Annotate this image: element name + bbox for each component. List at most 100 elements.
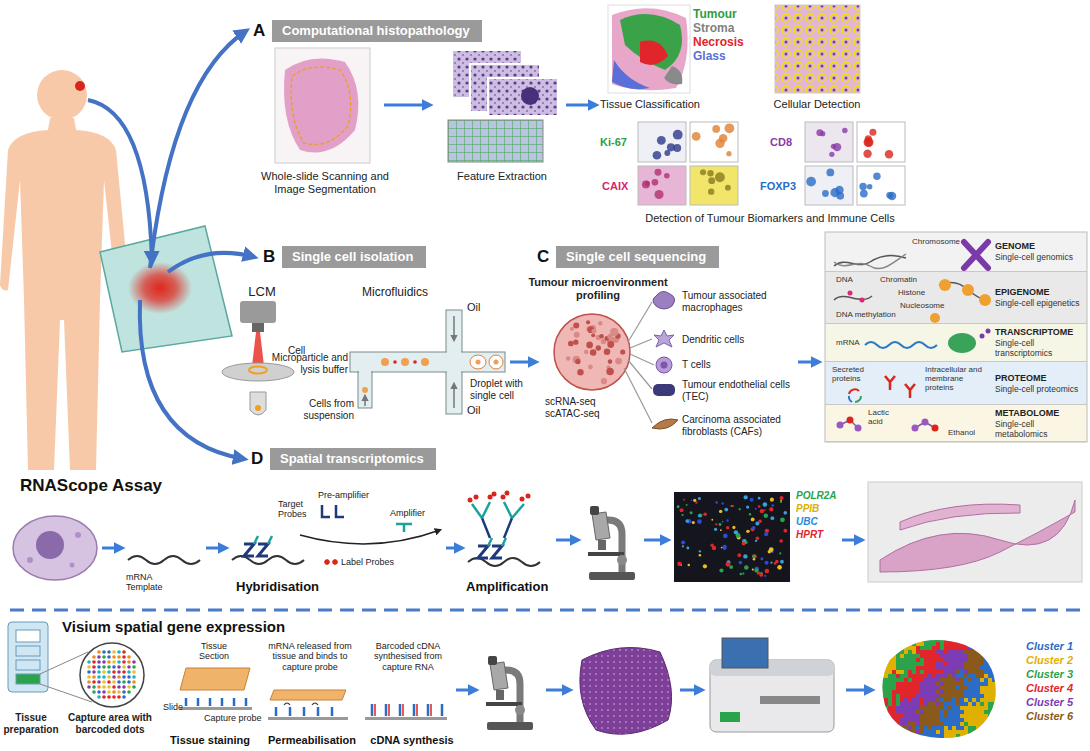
cluster-map bbox=[924, 674, 928, 678]
cluster-map bbox=[972, 678, 976, 682]
omics-illustration bbox=[855, 425, 862, 432]
fluorescence-image bbox=[770, 516, 774, 520]
capture-area bbox=[132, 670, 136, 674]
cluster-map bbox=[968, 658, 972, 662]
omics-illustration bbox=[848, 291, 853, 296]
part-label: mRNA released from tissue and binds to c… bbox=[266, 641, 354, 672]
cluster-map bbox=[980, 726, 984, 730]
microfluidic-chip bbox=[447, 351, 461, 373]
cluster-map bbox=[916, 714, 920, 718]
cluster-map bbox=[888, 694, 892, 698]
cluster-map bbox=[936, 730, 940, 734]
part-label: Oil bbox=[467, 404, 480, 417]
cluster-map bbox=[944, 630, 948, 634]
cluster-map bbox=[880, 694, 884, 698]
cluster-map bbox=[920, 734, 924, 738]
cluster-map bbox=[904, 698, 908, 702]
cluster-map bbox=[896, 634, 900, 638]
omics-illustration bbox=[834, 254, 906, 269]
cluster-map bbox=[996, 650, 1000, 654]
step-arrow bbox=[566, 104, 596, 107]
cluster-map bbox=[988, 686, 992, 690]
tumour-microenvironment bbox=[601, 378, 607, 384]
cluster-map bbox=[912, 706, 916, 710]
cell-drawing bbox=[13, 516, 97, 580]
capture-area bbox=[97, 690, 101, 694]
cluster-map bbox=[972, 646, 976, 650]
biomarker-tiles bbox=[700, 169, 706, 175]
tumour-microenvironment bbox=[607, 341, 614, 348]
cluster-map bbox=[888, 698, 892, 702]
cluster-map bbox=[928, 658, 932, 662]
cluster-map bbox=[960, 666, 964, 670]
cluster-map bbox=[896, 686, 900, 690]
flow-arrow bbox=[168, 253, 254, 272]
fluorescence-image bbox=[739, 508, 741, 510]
omics-panel bbox=[825, 232, 1087, 272]
cluster-map bbox=[964, 650, 968, 654]
cluster-map bbox=[896, 714, 900, 718]
cluster-map bbox=[952, 646, 956, 650]
cluster-name: Cluster 1 bbox=[1026, 640, 1073, 653]
cluster-map bbox=[936, 718, 940, 722]
cluster-map bbox=[888, 682, 892, 686]
cluster-map bbox=[936, 650, 940, 654]
cluster-map bbox=[984, 710, 988, 714]
fluorescence-image bbox=[734, 530, 738, 534]
cluster-map bbox=[892, 726, 896, 730]
cluster-map bbox=[892, 678, 896, 682]
cluster-map bbox=[888, 722, 892, 726]
cluster-map bbox=[904, 686, 908, 690]
fluorescence-image bbox=[755, 540, 757, 542]
cluster-map bbox=[996, 718, 1000, 722]
step-name: Hybridisation bbox=[236, 580, 319, 595]
cluster-map bbox=[880, 722, 884, 726]
cluster-map bbox=[904, 646, 908, 650]
capture-area bbox=[97, 680, 101, 684]
cluster-map bbox=[980, 738, 984, 742]
cluster-map bbox=[976, 686, 980, 690]
cluster-map bbox=[952, 654, 956, 658]
cluster-map bbox=[896, 678, 900, 682]
tumour-microenvironment bbox=[615, 358, 622, 365]
tumour-microenvironment bbox=[591, 329, 596, 334]
cluster-map bbox=[908, 674, 912, 678]
cell-icon bbox=[652, 419, 678, 429]
cluster-map bbox=[932, 678, 936, 682]
biomarker-tiles bbox=[712, 125, 720, 133]
cluster-map bbox=[944, 710, 948, 714]
cluster-map bbox=[940, 666, 944, 670]
cluster-map bbox=[884, 686, 888, 690]
tumour-microenvironment bbox=[574, 332, 580, 338]
cluster-map bbox=[984, 738, 988, 742]
cluster-map bbox=[984, 734, 988, 738]
capture-area bbox=[117, 670, 121, 674]
cluster-map bbox=[976, 702, 980, 706]
cluster-map bbox=[920, 642, 924, 646]
cluster-map bbox=[904, 718, 908, 722]
cluster-map bbox=[896, 630, 900, 634]
probe-schematic bbox=[324, 559, 338, 565]
cluster-map bbox=[948, 654, 952, 658]
cluster-map bbox=[920, 634, 924, 638]
cluster-map bbox=[884, 678, 888, 682]
cluster-map bbox=[944, 674, 948, 678]
fluorescence-image bbox=[720, 529, 722, 531]
cluster-map bbox=[980, 682, 984, 686]
cluster-map bbox=[976, 634, 980, 638]
cluster-map bbox=[988, 642, 992, 646]
cluster-map bbox=[916, 718, 920, 722]
cluster-map bbox=[936, 714, 940, 718]
capture-area bbox=[127, 690, 131, 694]
capture-area bbox=[97, 655, 101, 659]
biomarker-tiles bbox=[842, 128, 848, 134]
cluster-map bbox=[956, 722, 960, 726]
cluster-map bbox=[936, 726, 940, 730]
cluster-map bbox=[980, 734, 984, 738]
fluorescence-image bbox=[730, 505, 732, 507]
cluster-map bbox=[992, 634, 996, 638]
cluster-map bbox=[924, 666, 928, 670]
cluster-map bbox=[892, 658, 896, 662]
part-label: Capture area with barcoded dots bbox=[58, 712, 162, 735]
cluster-map bbox=[992, 662, 996, 666]
